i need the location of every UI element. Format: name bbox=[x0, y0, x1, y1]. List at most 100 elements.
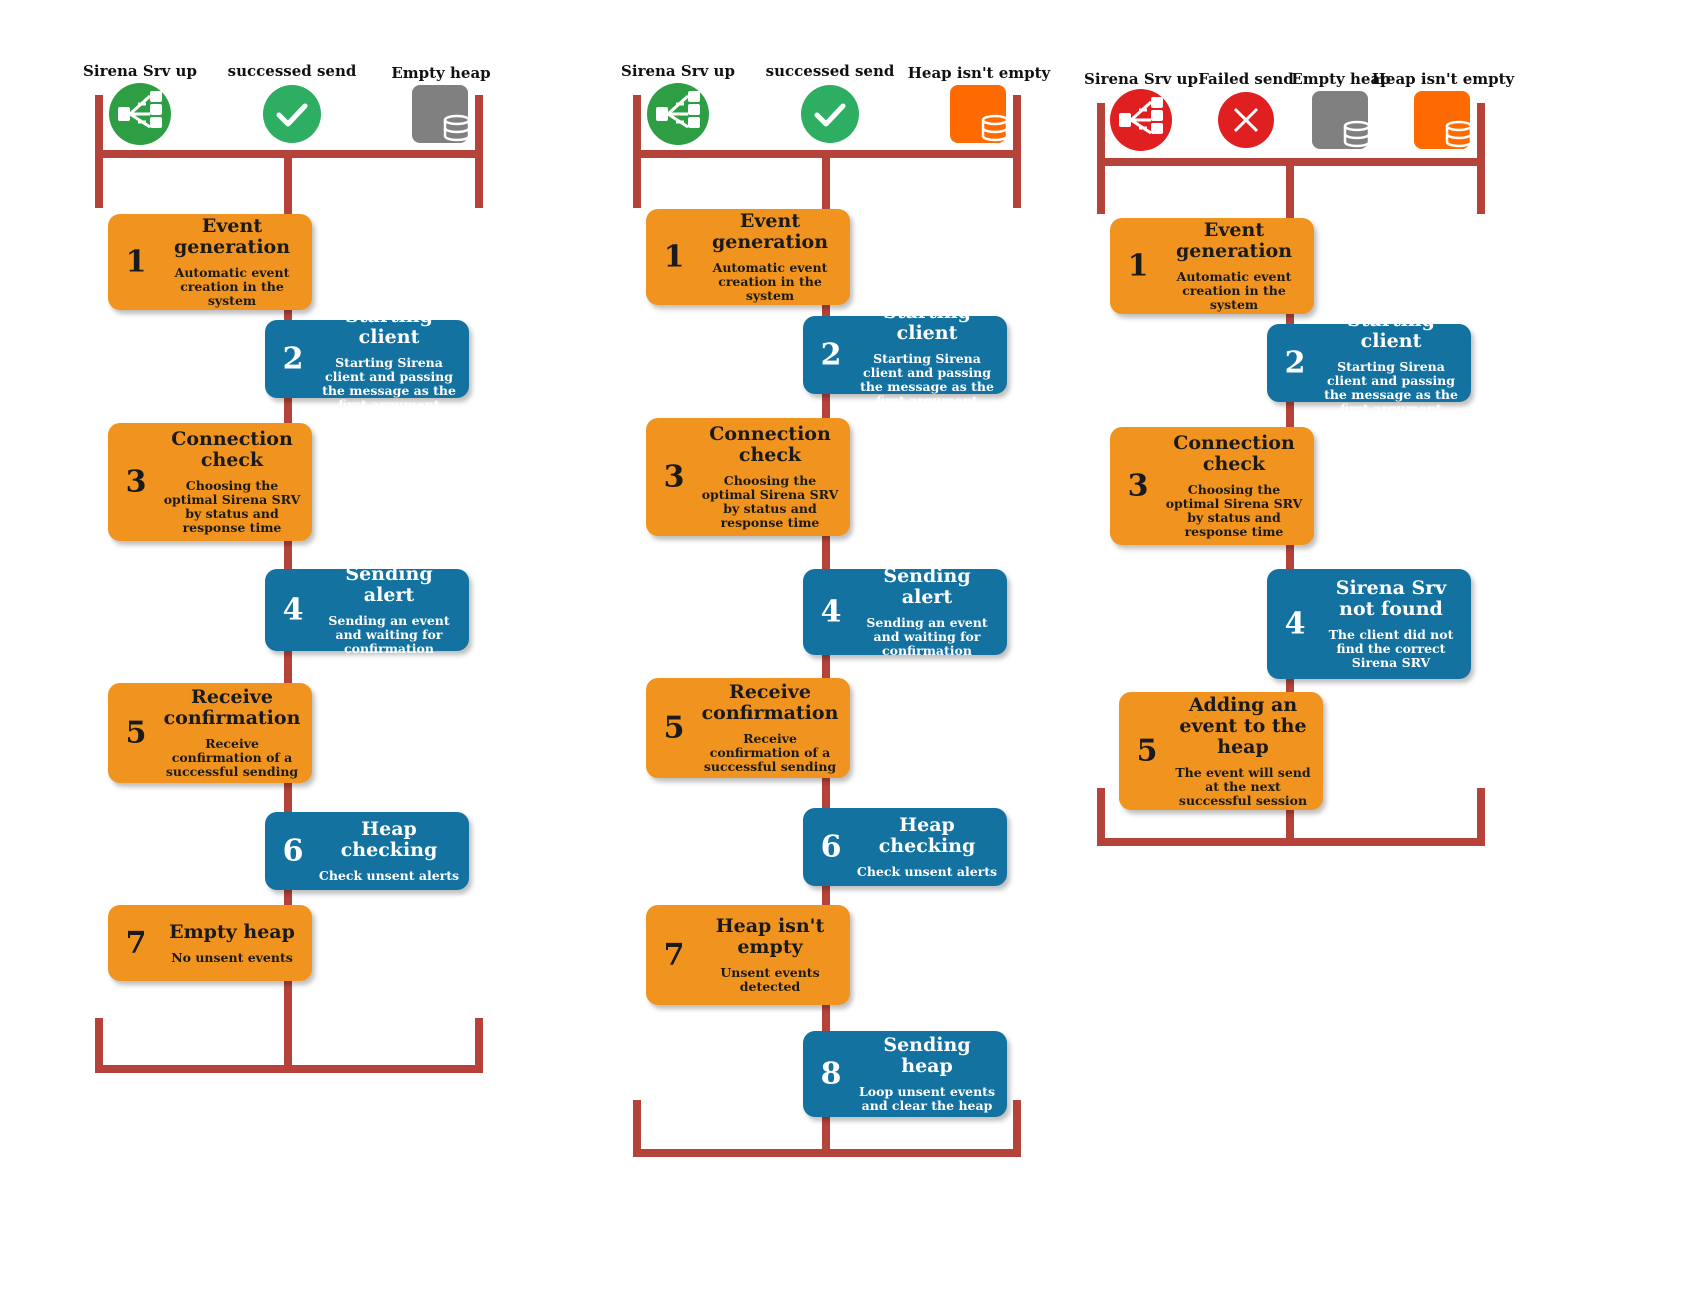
step-description: Check unsent alerts bbox=[856, 864, 998, 879]
step-description: Sending an event and waiting for confirm… bbox=[328, 613, 450, 656]
step-number: 1 bbox=[663, 239, 685, 275]
step-number: 5 bbox=[663, 710, 685, 746]
step-number: 5 bbox=[125, 715, 147, 751]
column-3-header-right-post bbox=[1477, 103, 1485, 214]
step-number: 6 bbox=[282, 833, 304, 869]
column-3-header-left-post bbox=[1097, 103, 1105, 214]
column-2-header-left-post bbox=[633, 95, 641, 208]
column-3-header-label: Sirena Srv up bbox=[1084, 70, 1198, 88]
column-1-header-left-post bbox=[95, 95, 103, 208]
step-title: Heap checking bbox=[878, 814, 976, 857]
step-title: Receive confirmation bbox=[163, 686, 301, 729]
step-description: The client did not find the correct Sire… bbox=[1328, 627, 1454, 670]
step-description: Starting Sirena client and passing the m… bbox=[1324, 359, 1458, 416]
step-description: Sending an event and waiting for confirm… bbox=[866, 615, 988, 658]
step-title: Starting client bbox=[1347, 309, 1435, 352]
sirena-server-up-icon bbox=[109, 83, 171, 145]
step-description: Receive confirmation of a successful sen… bbox=[165, 736, 299, 779]
column-2-footer-bar bbox=[633, 1149, 1021, 1157]
step-title: Connection check bbox=[1173, 432, 1295, 475]
non-empty-heap-icon bbox=[1414, 91, 1473, 149]
column-3-header-label: Failed send bbox=[1198, 70, 1294, 88]
cross-icon bbox=[1218, 92, 1274, 148]
step-description: The event will send at the next successf… bbox=[1175, 764, 1311, 808]
column-1-header-label: Sirena Srv up bbox=[83, 62, 197, 80]
column-1-header-label: successed send bbox=[227, 62, 357, 80]
step-description: Choosing the optimal Sirena SRV by statu… bbox=[163, 478, 301, 535]
column-1-header-right-post bbox=[475, 95, 483, 208]
step-title: Starting client bbox=[345, 305, 433, 348]
step-number: 7 bbox=[663, 937, 685, 973]
check-icon bbox=[801, 85, 859, 143]
step-title: Heap isn't empty bbox=[715, 915, 825, 958]
column-1-footer-left-post bbox=[95, 1018, 103, 1073]
step-description: Choosing the optimal Sirena SRV by statu… bbox=[1165, 482, 1303, 539]
step-title: Event generation bbox=[1175, 219, 1293, 262]
step-description: No unsent events bbox=[171, 949, 293, 965]
empty-heap-icon bbox=[412, 85, 471, 143]
sirena-server-up-icon bbox=[647, 83, 709, 145]
step-title: Connection check bbox=[171, 428, 293, 471]
step-title: Event generation bbox=[711, 210, 829, 253]
step-number: 2 bbox=[1284, 345, 1306, 381]
step-number: 4 bbox=[820, 594, 842, 630]
step-description: Check unsent alerts bbox=[318, 868, 460, 883]
column-3-header-label: Heap isn't empty bbox=[1371, 70, 1515, 88]
step-title: Sending alert bbox=[345, 563, 433, 606]
step-number: 4 bbox=[282, 592, 304, 628]
step-number: 5 bbox=[1136, 733, 1158, 769]
step-description: Choosing the optimal Sirena SRV by statu… bbox=[701, 473, 839, 530]
step-title: Adding an event to the heap bbox=[1179, 693, 1307, 758]
step-title: Receive confirmation bbox=[701, 681, 839, 724]
step-title: Connection check bbox=[709, 423, 831, 466]
column-2-footer-left-post bbox=[633, 1100, 641, 1157]
step-number: 7 bbox=[125, 925, 147, 961]
step-title: Starting client bbox=[883, 301, 971, 344]
step-number: 8 bbox=[820, 1056, 842, 1092]
column-1-header-label: Empty heap bbox=[391, 64, 491, 82]
step-description: Starting Sirena client and passing the m… bbox=[322, 355, 456, 412]
step-number: 2 bbox=[820, 337, 842, 373]
step-description: Loop unsent events and clear the heap bbox=[858, 1084, 995, 1113]
column-3-footer-right-post bbox=[1477, 788, 1485, 846]
step-title: Event generation bbox=[173, 215, 291, 258]
step-title: Sirena Srv not found bbox=[1335, 577, 1447, 620]
step-description: Receive confirmation of a successful sen… bbox=[703, 731, 837, 774]
step-number: 4 bbox=[1284, 606, 1306, 642]
step-title: Heap checking bbox=[340, 818, 438, 861]
step-number: 1 bbox=[125, 244, 147, 280]
empty-heap-icon bbox=[1312, 91, 1371, 149]
column-3-footer-left-post bbox=[1097, 788, 1105, 846]
